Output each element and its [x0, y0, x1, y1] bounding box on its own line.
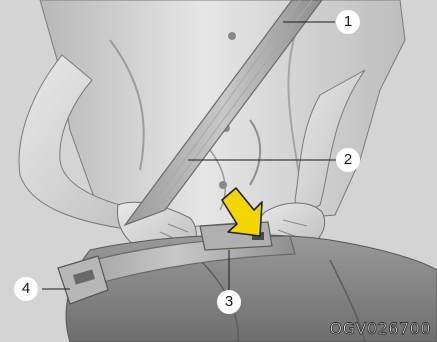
callout-3: 3: [217, 290, 241, 314]
figure-code: OGV026700: [329, 319, 431, 338]
callout-2: 2: [336, 148, 360, 172]
callout-4: 4: [14, 277, 38, 301]
callout-1: 1: [336, 10, 360, 34]
